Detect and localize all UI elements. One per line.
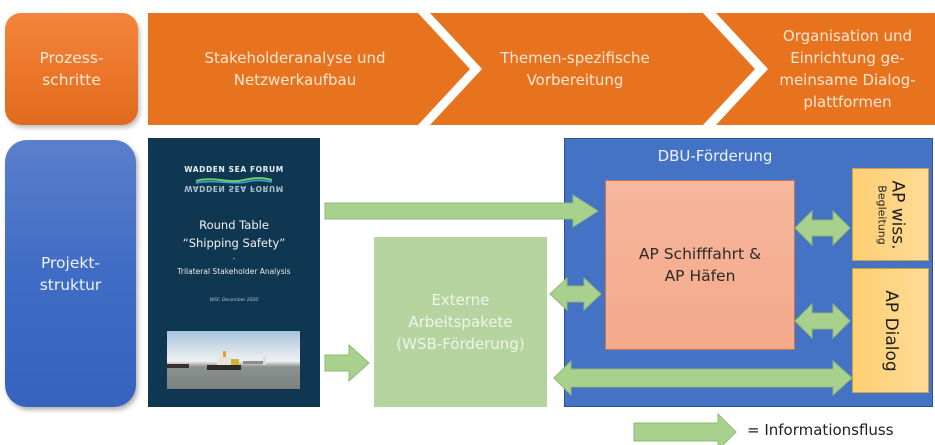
dbu-funding-title: DBU-Förderung xyxy=(657,147,773,165)
project-structure-label: Projekt- struktur xyxy=(5,140,136,407)
arrow-ap-main-ap-dialog-bidirectional xyxy=(794,302,851,340)
wave-logo-icon xyxy=(195,177,273,184)
cover-dash: - xyxy=(232,255,236,263)
external-work-packages-box: Externe Arbeitspakete (WSB-Förderung) xyxy=(374,237,547,407)
arrow-cover-to-ap-main xyxy=(324,194,599,228)
cover-title-line-1: Round Table xyxy=(199,218,269,232)
cover-title: Round Table “Shipping Safety” xyxy=(148,216,320,252)
cover-title-line-2: “Shipping Safety” xyxy=(182,236,286,250)
legend-arrow xyxy=(633,412,737,445)
ap-shipping-ports-box: AP Schifffahrt & AP Häfen xyxy=(605,180,795,350)
cover-subtitle: Trilateral Stakeholder Analysis xyxy=(177,267,291,276)
arrow-external-ap-main-bidirectional xyxy=(549,276,602,312)
ap-scientific-support-box: AP wiss. Begleitung xyxy=(852,168,929,261)
legend-information-flow: = Informationsfluss xyxy=(747,421,894,439)
ships-photo xyxy=(167,331,300,389)
process-step-3-label: Organisation und Einrichtung ge- meinsam… xyxy=(779,27,916,111)
wadden-sea-forum-logo: WADDEN SEA FORUM xyxy=(184,165,284,174)
process-chevrons xyxy=(148,13,935,125)
process-step-1-label: Stakeholderanalyse und Netzwerkaufbau xyxy=(204,49,386,89)
arrow-external-ap-dialog-bidirectional xyxy=(553,359,853,397)
ap-dialog-label: AP Dialog xyxy=(880,289,901,372)
process-step-2-label: Themen-spezifische Vorbereitung xyxy=(500,49,650,89)
ships-illustration xyxy=(167,351,266,370)
chevron-step-1 xyxy=(148,13,470,125)
ap-dialog-box: AP Dialog xyxy=(852,268,929,393)
wadden-sea-forum-logo-reflection: WADDEN SEA FORUM xyxy=(184,184,284,193)
ap-wiss-subtitle: Begleitung xyxy=(875,184,888,245)
report-cover: WADDEN SEA FORUM WADDEN SEA FORUM Round … xyxy=(148,138,320,407)
process-steps-label: Prozess- schritte xyxy=(5,13,138,125)
cover-date: WSF, December 2020 xyxy=(209,298,259,303)
chevron-step-2 xyxy=(430,13,755,125)
arrow-cover-to-external xyxy=(324,343,370,383)
arrow-ap-main-ap-wiss-bidirectional xyxy=(794,209,851,247)
ap-scientific-support-label: AP wiss. Begleitung xyxy=(875,179,907,250)
ap-wiss-title: AP wiss. xyxy=(887,179,907,250)
chevron-step-3 xyxy=(716,13,935,125)
